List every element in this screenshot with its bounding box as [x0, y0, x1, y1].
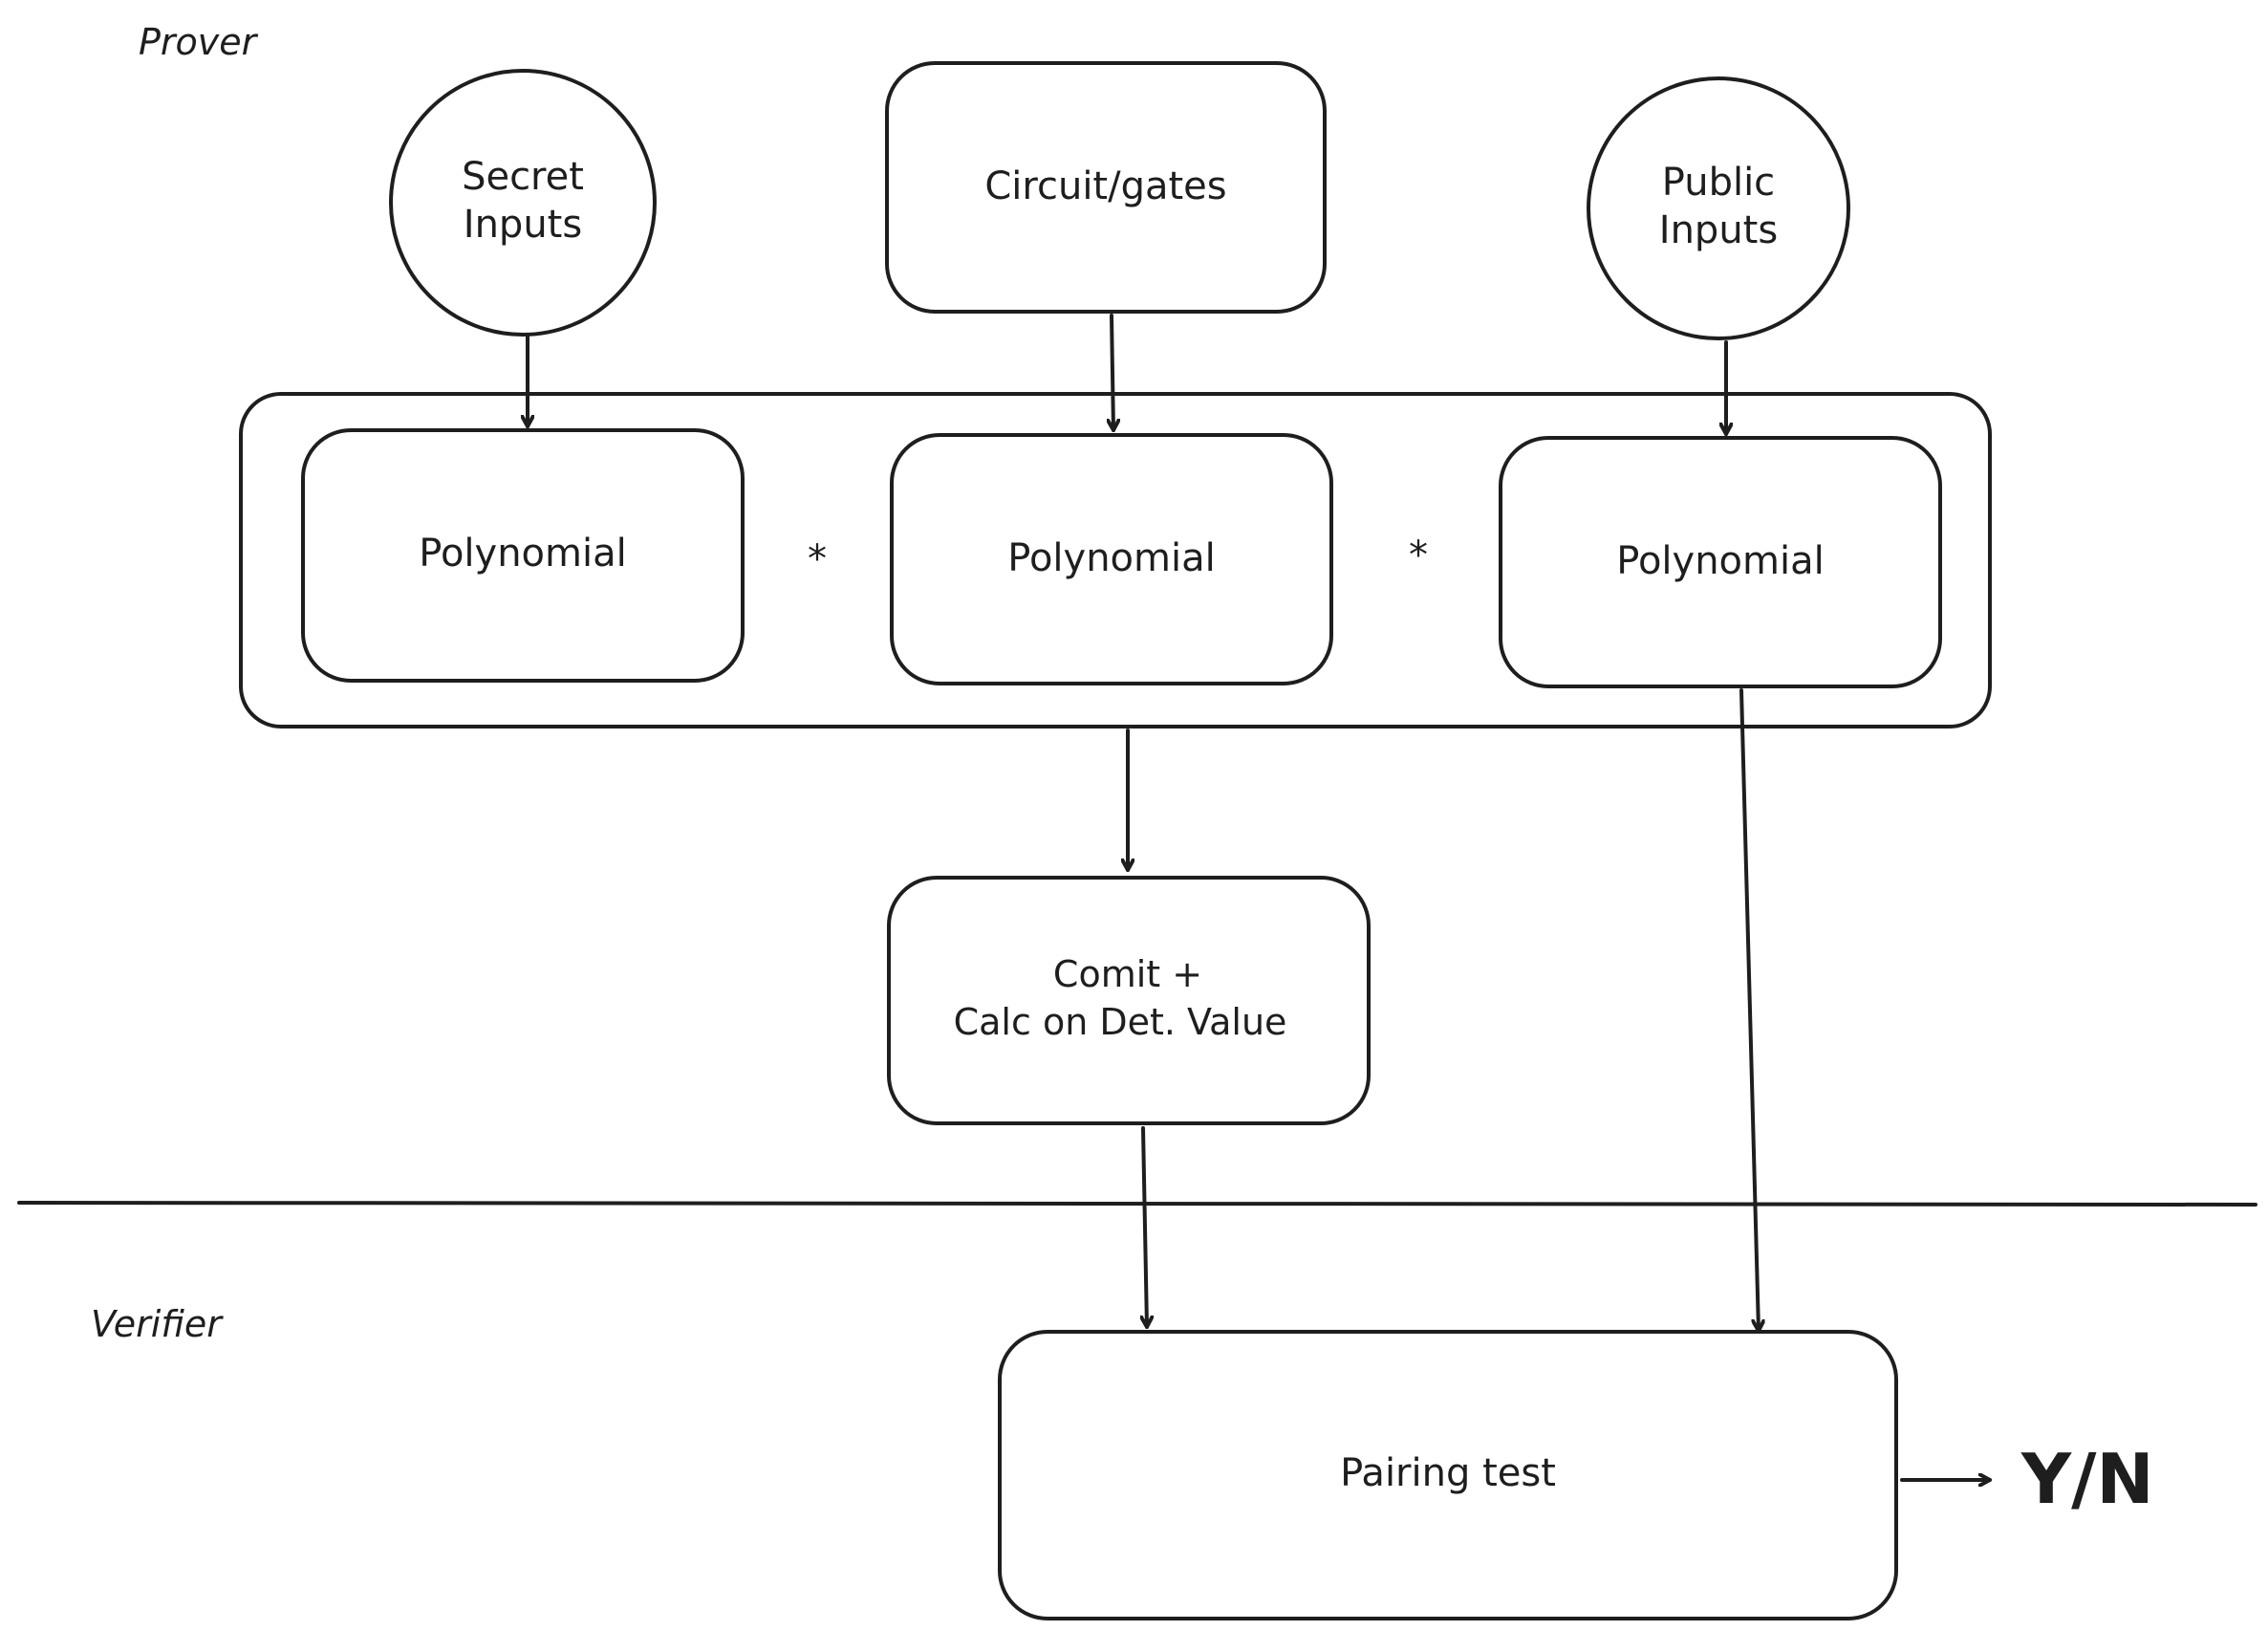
pairing-test-box	[998, 1330, 1898, 1620]
commit-calc-node: Comit + Calc on Det. Value	[887, 876, 1371, 1125]
polynomial-1-node: Polynomial	[301, 428, 745, 683]
secret-inputs-label-line2: Inputs	[464, 203, 582, 247]
polynomial-2-label: Polynomial	[1007, 536, 1215, 580]
public-inputs-label-line1: Public	[1662, 161, 1775, 205]
public-inputs-label-line2: Inputs	[1659, 208, 1778, 252]
circuit-gates-label: Circuit/gates	[984, 164, 1226, 208]
result-yes-no: Y/N	[2020, 1439, 2154, 1519]
multiply-operator-1: *	[808, 537, 827, 581]
secret-inputs-circle	[389, 69, 657, 337]
multiply-operator-2: *	[1409, 533, 1428, 577]
pairing-test-label: Pairing test	[1340, 1451, 1556, 1495]
commit-calc-label-line2: Calc on Det. Value	[954, 1001, 1287, 1043]
arrow-circuit-to-polynomial-2	[1112, 314, 1113, 432]
commit-calc-box	[887, 876, 1371, 1125]
polynomial-3-box	[1499, 436, 1942, 688]
polynomial-3-node: Polynomial	[1499, 436, 1942, 688]
polynomial-1-label: Polynomial	[419, 532, 626, 576]
polynomial-2-box	[890, 433, 1333, 685]
prover-verifier-divider	[17, 1201, 2257, 1207]
arrow-polynomial-3-to-pairing	[1739, 688, 1759, 1333]
prover-section-label: Prover	[139, 21, 259, 63]
secret-inputs-node: Secret Inputs	[389, 69, 657, 337]
polynomial-3-label: Polynomial	[1616, 539, 1824, 583]
public-inputs-circle	[1587, 76, 1850, 340]
verifier-section-label: Verifier	[91, 1303, 224, 1345]
arrow-commit-to-pairing	[1143, 1126, 1147, 1329]
circuit-gates-node: Circuit/gates	[885, 61, 1327, 314]
circuit-gates-box	[885, 61, 1327, 314]
secret-inputs-label-line1: Secret	[462, 155, 584, 199]
commit-calc-label-line1: Comit +	[1053, 953, 1202, 995]
polynomial-2-node: Polynomial	[890, 433, 1333, 685]
polynomial-1-box	[301, 428, 745, 683]
public-inputs-node: Public Inputs	[1587, 76, 1850, 340]
pairing-test-node: Pairing test	[998, 1330, 1898, 1620]
